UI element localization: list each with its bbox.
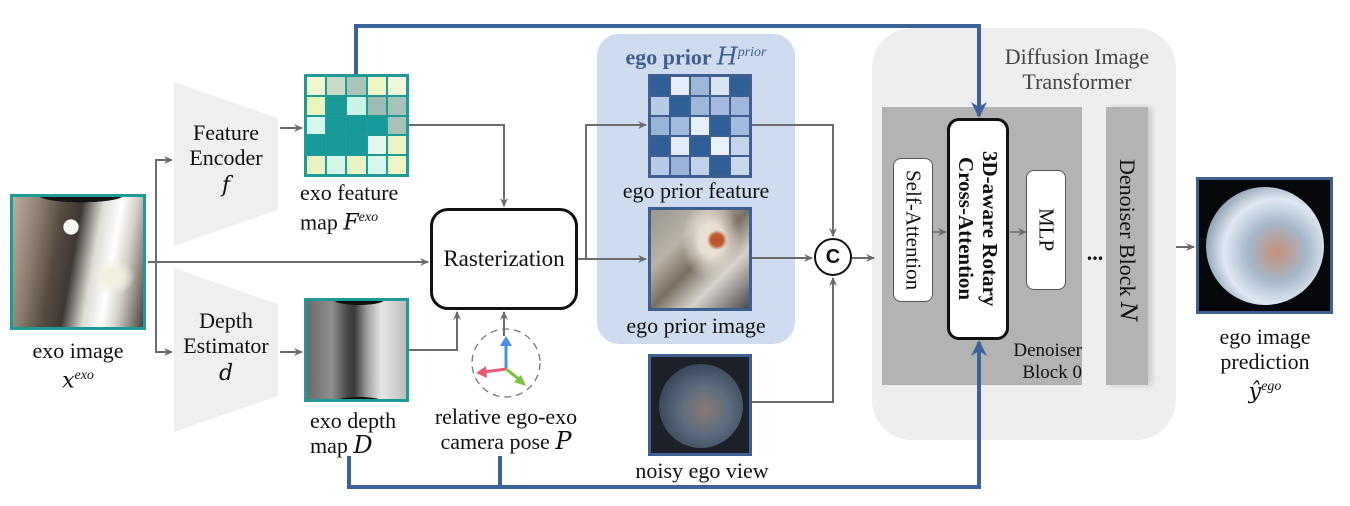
ego-feature-cell [651, 97, 669, 115]
exo-feature-cell [307, 116, 326, 135]
exo-feature-cell [387, 77, 406, 95]
ego-feature-cell [711, 137, 729, 155]
exo-feature-cell [367, 116, 386, 135]
mlp-block: MLP [1026, 170, 1066, 290]
ego-feature-cell [691, 77, 709, 95]
ego-feature-cell [711, 157, 729, 175]
feature-encoder-label: Feature Encoder f [189, 120, 263, 198]
rasterization-label: Rasterization [443, 246, 565, 271]
exo-feature-cell [327, 136, 346, 155]
self-attention-block: Self-Attention [893, 158, 933, 302]
exo-feature-cell [387, 116, 406, 135]
ego-image-prediction-label: ego image prediction ŷego [1219, 324, 1311, 405]
ego-feature-cell [691, 157, 709, 175]
exo-depth-map [304, 298, 409, 402]
noisy-ego-view [648, 354, 752, 456]
exo-feature-map [304, 74, 409, 177]
ego-feature-cell [671, 157, 689, 175]
exo-feature-cell [367, 136, 386, 155]
ego-prior-image-label: ego prior image [626, 313, 766, 338]
exo-feature-cell [327, 77, 346, 95]
denoiser-block-n-label: Denoiser Block N [1115, 158, 1140, 322]
ego-feature-cell [731, 97, 749, 115]
block-ellipsis: ... [1086, 240, 1104, 265]
exo-feature-map-label: exo feature map Fexo [300, 180, 399, 236]
exo-feature-cell [307, 136, 326, 155]
concat-operator: C [814, 238, 852, 276]
exo-feature-cell [347, 77, 366, 95]
ego-feature-cell [671, 77, 689, 95]
exo-feature-cell [347, 136, 366, 155]
exo-feature-cell [327, 156, 346, 174]
ego-feature-cell [691, 97, 709, 115]
ego-feature-cell [671, 137, 689, 155]
exo-feature-cell [307, 156, 326, 174]
wire-exo-to-encoder [148, 156, 173, 263]
denoiser-block-0-label: Denoiser Block 0 [1013, 340, 1082, 383]
exo-feature-cell [367, 77, 386, 95]
ego-feature-cell [671, 117, 689, 135]
exo-feature-cell [367, 156, 386, 174]
exo-feature-cell [307, 77, 326, 95]
exo-image-label: exo image xexo [32, 338, 124, 394]
wire-depthmap-to-raster [409, 311, 461, 351]
ego-feature-cell [691, 137, 709, 155]
wire-featuremap-to-raster [409, 124, 508, 207]
ego-prior-title: ego prior Hprior [625, 42, 767, 71]
rasterization-block: Rasterization [430, 208, 578, 310]
exo-feature-cell [387, 96, 406, 115]
exo-feature-cell [387, 156, 406, 174]
ego-feature-cell [711, 117, 729, 135]
exo-feature-cell [347, 96, 366, 115]
exo-feature-cell [387, 136, 406, 155]
ego-prior-image [648, 207, 752, 311]
ego-feature-cell [711, 97, 729, 115]
exo-feature-cell [347, 156, 366, 174]
camera-pose-label: relative ego-exo camera pose P [434, 404, 578, 455]
ego-feature-cell [651, 137, 669, 155]
wire-exo-to-depth [155, 262, 173, 356]
ego-prior-feature-label: ego prior feature [622, 178, 770, 203]
camera-pose-icon [471, 328, 541, 398]
exo-feature-cell [307, 96, 326, 115]
dit-title: Diffusion Image Transformer [1004, 44, 1150, 94]
exo-feature-cell [367, 96, 386, 115]
ego-feature-cell [711, 77, 729, 95]
exo-feature-cell [327, 96, 346, 115]
exo-depth-map-label: exo depth map D [310, 408, 397, 459]
ego-feature-cell [731, 137, 749, 155]
ego-feature-cell [731, 117, 749, 135]
ego-feature-cell [671, 97, 689, 115]
ego-prior-feature [648, 74, 752, 178]
exo-image [10, 194, 146, 330]
ego-feature-cell [731, 77, 749, 95]
exo-feature-cell [347, 116, 366, 135]
depth-estimator-label: Depth Estimator d [183, 308, 269, 386]
exo-feature-cell [327, 116, 346, 135]
ego-feature-cell [651, 77, 669, 95]
ego-image-prediction [1196, 177, 1333, 314]
cross-attention-block: 3D-aware Rotary Cross-Attention [947, 118, 1009, 340]
noisy-ego-view-label: noisy ego view [635, 458, 769, 483]
ego-feature-cell [691, 117, 709, 135]
ego-feature-cell [651, 117, 669, 135]
ego-feature-cell [731, 157, 749, 175]
denoiser-block-n [1106, 107, 1148, 385]
ego-feature-cell [651, 157, 669, 175]
